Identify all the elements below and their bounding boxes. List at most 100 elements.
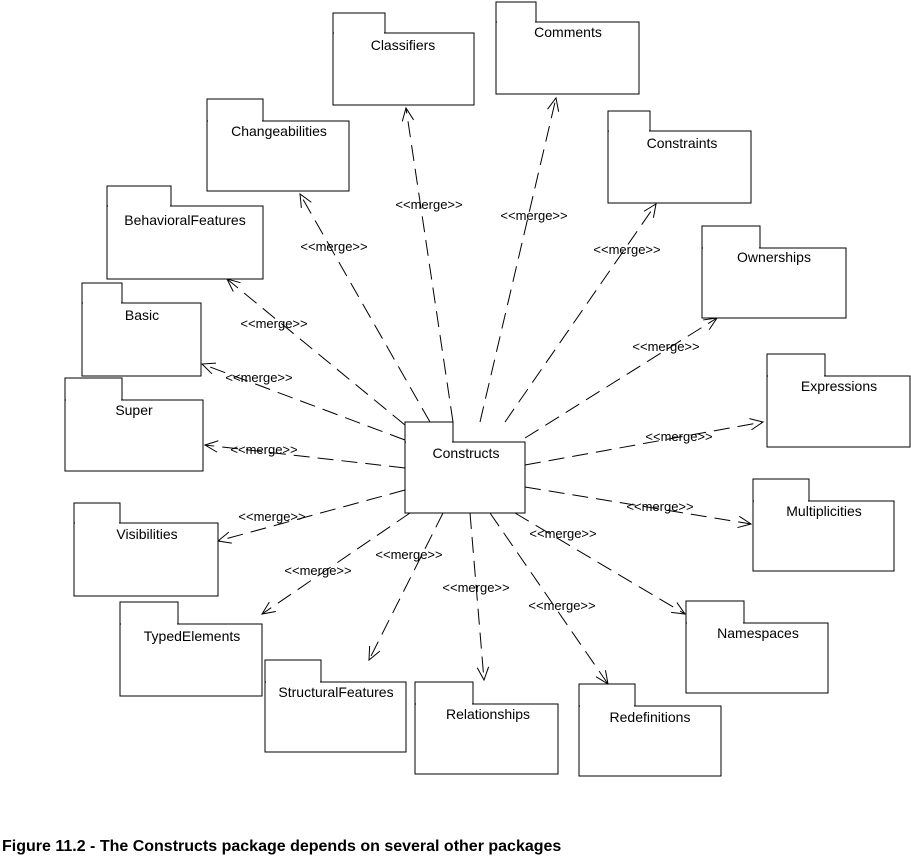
merge-dependency-basic: <<merge>> [200,362,406,441]
merge-dependency-namespaces: <<merge>> [514,512,687,615]
merge-stereotype-label: <<merge>> [375,547,442,562]
dependency-line [469,512,485,681]
open-arrowhead [401,106,414,122]
open-arrowhead [749,418,765,431]
merge-stereotype-label: <<merge>> [300,239,367,254]
package-constructs[interactable]: Constructs [404,421,526,514]
package-structuralfeatures[interactable]: StructuralFeatures [264,659,407,753]
merge-dependency-classifiers: <<merge>> [395,106,463,423]
dependency-line [489,512,609,685]
package-behavioralfeatures[interactable]: BehavioralFeatures [106,185,264,280]
package-body [64,399,204,472]
package-relationships[interactable]: Relationships [414,681,559,775]
merge-stereotype-label: <<merge>> [230,442,297,457]
package-name: Basic [125,307,159,323]
merge-dependency-multiplicities: <<merge>> [524,486,753,529]
dependency-line [524,486,752,525]
package-name: Constructs [433,445,500,461]
merge-dependency-typedelements: <<merge>> [260,512,411,615]
package-ownerships[interactable]: Ownerships [701,225,847,319]
package-redefinitions[interactable]: Redefinitions [578,683,722,777]
package-tab [73,502,121,524]
package-name: Comments [534,24,602,40]
package-body [701,247,847,319]
package-multiplicities[interactable]: Multiplicities [752,478,895,572]
open-arrowhead [203,440,219,453]
package-name: Ownerships [737,249,811,265]
dependency-line [201,363,406,441]
package-body [752,500,895,572]
open-arrowhead [643,202,657,218]
package-tab [701,225,761,249]
package-body [106,205,264,280]
package-classifiers[interactable]: Classifiers [332,12,475,106]
package-body [404,441,526,514]
package-basic[interactable]: Basic [81,282,202,377]
package-name: Classifiers [371,37,436,53]
package-body [766,375,911,448]
package-name: Constraints [647,135,718,151]
package-visibilities[interactable]: Visibilities [73,502,219,597]
merge-stereotype-label: <<merge>> [240,316,307,331]
open-arrowhead [476,666,490,682]
package-tab [495,1,537,23]
merge-dependency-comments: <<merge>> [479,96,568,423]
dependency-line [299,193,431,423]
package-tab [685,600,745,624]
dependency-line [479,97,557,423]
dependency-line [261,512,411,615]
package-tab [752,478,810,502]
merge-dependency-visibilities: <<merge>> [216,489,406,544]
merge-stereotype-label: <<merge>> [645,429,712,444]
merge-dependency-expressions: <<merge>> [524,418,765,466]
package-body [264,681,407,753]
package-body [81,302,202,377]
package-typedelements[interactable]: TypedElements [119,601,263,697]
merge-dependency-changeabilities: <<merge>> [299,192,431,423]
merge-dependency-ownerships: <<merge>> [524,317,719,439]
merge-stereotype-label: <<merge>> [238,509,305,524]
package-body [332,32,475,106]
dependency-line [524,317,718,439]
package-constraints[interactable]: Constraints [607,110,752,204]
dependency-line [204,444,406,469]
merge-stereotype-label: <<merge>> [626,499,693,514]
merge-stereotype-label: <<merge>> [500,208,567,223]
package-super[interactable]: Super [64,377,204,472]
merge-dependencies: <<merge>><<merge>><<merge>><<merge>><<me… [200,96,765,686]
open-arrowhead [368,645,381,662]
open-arrowhead [299,192,312,208]
dependency-line [524,421,764,466]
package-name: TypedElements [144,628,241,644]
merge-stereotype-label: <<merge>> [225,370,292,385]
open-arrowhead [260,601,276,615]
package-body [578,705,722,777]
package-tab [64,377,123,401]
package-tab [264,659,322,683]
package-comments[interactable]: Comments [495,1,640,95]
package-changeabilities[interactable]: Changeabilities [206,98,350,192]
package-tab [81,282,123,304]
package-expressions[interactable]: Expressions [766,353,911,448]
package-body [414,703,559,775]
merge-dependency-relationships: <<merge>> [442,512,510,682]
package-body [119,623,263,697]
package-name: Multiplicities [786,503,861,519]
package-name: Relationships [446,706,530,722]
merge-stereotype-label: <<merge>> [529,526,596,541]
merge-stereotype-label: <<merge>> [395,197,462,212]
merge-stereotype-label: <<merge>> [593,242,660,257]
package-name: Visibilities [116,526,177,542]
dependency-line [226,278,406,426]
package-tab [414,681,474,705]
package-name: Namespaces [717,625,799,641]
package-body [607,130,752,204]
open-arrowhead [671,602,687,615]
dependency-line [405,107,454,423]
package-tab [578,683,636,707]
package-tab [404,421,454,443]
merge-dependency-super: <<merge>> [203,440,406,469]
package-name: Expressions [801,378,877,394]
package-namespaces[interactable]: Namespaces [685,600,829,694]
